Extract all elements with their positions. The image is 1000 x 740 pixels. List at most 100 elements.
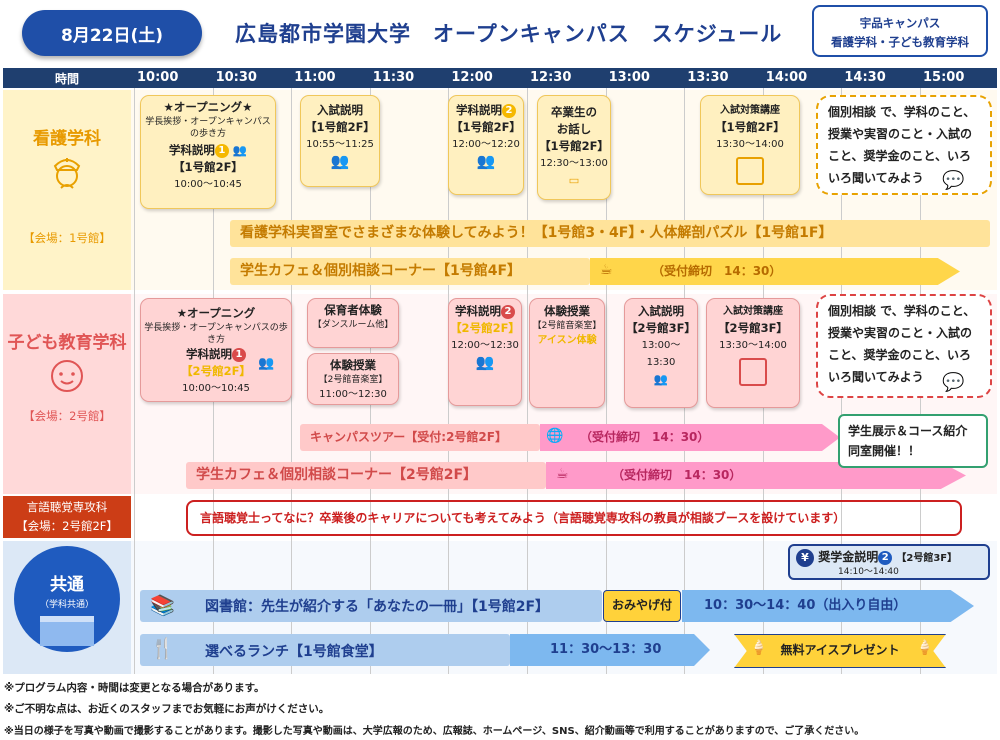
nurse-cafe-bar: 学生カフェ＆個別相談コーナー【1号館4F】 bbox=[230, 258, 590, 285]
grid-line bbox=[134, 88, 135, 674]
nursery-title: 保育者体験 bbox=[324, 303, 382, 317]
child-tour-bar: キャンパスツアー【受付:2号館2F】 bbox=[300, 424, 540, 451]
time: 14:10～14:40 bbox=[838, 567, 899, 577]
nurse-practice-bar: 看護学科実習室でさまざまな体験してみよう！【1号館3・4F】・人体解剖パズル【1… bbox=[230, 220, 990, 247]
lesson-extra: アイスン体験 bbox=[537, 335, 597, 346]
note-2: ※ご不明な点は、お近くのスタッフまでお気軽にお声がけください。 bbox=[4, 703, 330, 715]
nursery-sub: 【ダンスルーム他】 bbox=[312, 320, 394, 330]
people-icon: 👥 bbox=[232, 143, 248, 157]
number-badge: 1 bbox=[214, 144, 229, 158]
time-tick: 15:00 bbox=[923, 70, 965, 85]
time: 12:00～12:30 bbox=[451, 340, 519, 351]
exhibit-text: 学生展示＆コース紹介同室開催！！ bbox=[848, 424, 968, 458]
lunch-label: 選べるランチ【1号館食堂】 bbox=[205, 644, 383, 660]
yen-icon: ¥ bbox=[796, 549, 814, 567]
nurse-venue: 【会場：1号館】 bbox=[23, 231, 111, 245]
presenter-icon: 👥 bbox=[475, 353, 495, 371]
time: 11:00～12:30 bbox=[319, 389, 387, 400]
prep-title: 入試対策講座 bbox=[720, 105, 780, 116]
campus-depts: 看護学科・子ども教育学科 bbox=[831, 35, 969, 49]
room: 【2号館2F】 bbox=[181, 364, 251, 378]
date-badge: 8月22日(土) bbox=[22, 10, 202, 56]
dept-explain-label: 学科説明 bbox=[168, 143, 215, 157]
time-end: 13:30 bbox=[646, 357, 676, 368]
time-tick: 10:30 bbox=[215, 70, 257, 85]
grid-line bbox=[527, 88, 528, 674]
book-icon bbox=[736, 157, 764, 185]
lang-section-label: 言語聴覚専攻科 【会場：2号館2F】 bbox=[3, 496, 131, 538]
nurse-prep-card: 入試対策講座 【1号館2F】 13:30～14:00 bbox=[700, 95, 800, 195]
people-icon: 👥 bbox=[330, 152, 350, 170]
child-face-icon bbox=[47, 356, 87, 396]
consult-text: 個別相談 で、学科のこと、授業や実習のこと・入試のこと、奨学金のこと、いろいろ聞… bbox=[828, 304, 976, 384]
cutlery-icon: 🍴 bbox=[150, 636, 175, 660]
note-1: ※プログラム内容・時間は変更となる場合があります。 bbox=[4, 682, 265, 694]
chat-icon: 💬 bbox=[942, 170, 965, 191]
time-tick: 11:00 bbox=[294, 70, 336, 85]
room: 【2号館3F】 bbox=[718, 321, 788, 335]
exhibit-callout: 学生展示＆コース紹介同室開催！！ bbox=[838, 414, 988, 468]
time-header-bar bbox=[3, 68, 997, 88]
dept-explain-label: 学科説明 bbox=[456, 103, 502, 117]
speaker-icon: ▭ bbox=[568, 173, 580, 187]
child-lesson2-card: 体験授業 【2号館音楽室】 アイスン体験 bbox=[529, 298, 605, 408]
child-cafe-bar: 学生カフェ＆個別相談コーナー【2号館2F】 bbox=[186, 462, 546, 489]
lesson-title: 体験授業 bbox=[330, 358, 376, 372]
library-bar bbox=[140, 590, 602, 622]
lunch-time-arrow: 11：30～13：30 bbox=[510, 634, 710, 666]
book-icon bbox=[739, 358, 767, 386]
lunch-bar bbox=[140, 634, 510, 666]
presenter-icon: 👥 bbox=[476, 152, 496, 170]
building-icon bbox=[40, 616, 94, 646]
time-tick: 13:00 bbox=[608, 70, 650, 85]
child-consult-bubble: 個別相談 で、学科のこと、授業や実習のこと・入試のこと、奨学金のこと、いろいろ聞… bbox=[816, 294, 992, 398]
ice-gift-ribbon: 無料アイスプレゼント bbox=[734, 634, 946, 668]
time-tick: 11:30 bbox=[372, 70, 415, 85]
number-badge: 2 bbox=[878, 551, 893, 565]
opening-title: ★オープニング bbox=[176, 306, 256, 320]
room: 【1号館2F】 bbox=[173, 160, 243, 174]
nurse-alumni-card: 卒業生の お話し 【1号館2F】 12:30～13:00 ▭ bbox=[537, 95, 611, 200]
grid-line bbox=[605, 88, 607, 674]
room: 【2号館音楽室】 bbox=[532, 321, 602, 331]
time: 10:00～10:45 bbox=[174, 179, 242, 190]
child-dept-name: 子ども教育学科 bbox=[7, 333, 127, 353]
room: 【2号館音楽室】 bbox=[318, 375, 388, 385]
opening-sub: 学長挨拶・オープンキャンパスの歩き方 bbox=[144, 323, 288, 345]
time: 10:00～10:45 bbox=[182, 383, 250, 394]
room: 【2号館2F】 bbox=[450, 321, 520, 335]
time-label: 時間 bbox=[54, 71, 79, 86]
nurse-consult-bubble: 個別相談 で、学科のこと、授業や実習のこと・入試のこと、奨学金のこと、いろいろ聞… bbox=[816, 95, 992, 195]
room: 【2号館3F】 bbox=[626, 321, 696, 335]
common-circle: 共通 （学科共通） bbox=[14, 546, 120, 652]
number-badge: 2 bbox=[502, 104, 516, 118]
campus-badge: 宇品キャンパス 看護学科・子ども教育学科 bbox=[812, 5, 988, 57]
nurse-icon bbox=[47, 152, 87, 192]
room: 【1号館2F】 bbox=[451, 120, 521, 134]
alumni-title-2: お話し bbox=[556, 122, 592, 136]
time: 12:00～12:20 bbox=[452, 139, 520, 150]
chat-icon: 💬 bbox=[942, 372, 965, 393]
time: 10:55～11:25 bbox=[306, 139, 374, 150]
nurse-dept-name: 看護学科 bbox=[33, 129, 101, 149]
prep-title: 入試対策講座 bbox=[723, 306, 783, 317]
ice-cream-icon: 🍦 bbox=[750, 640, 768, 656]
campus-name: 宇品キャンパス bbox=[859, 16, 941, 30]
time-tick: 13:30 bbox=[687, 70, 729, 85]
number-badge: 2 bbox=[501, 305, 515, 319]
time-tick: 10:00 bbox=[137, 70, 179, 85]
nurse-entrance-card: 入試説明 【1号館2F】 10:55～11:25 👥 bbox=[300, 95, 380, 187]
library-time-arrow: 10：30～14：40（出入り自由） bbox=[682, 590, 974, 622]
dept-explain-label: 学科説明 bbox=[186, 347, 232, 361]
common-sub: （学科共通） bbox=[39, 600, 94, 610]
people-icon: 👥 bbox=[258, 356, 275, 371]
time: 13:30～14:00 bbox=[719, 340, 787, 351]
lang-name: 言語聴覚専攻科 bbox=[26, 500, 108, 514]
entrance-title: 入試説明 bbox=[317, 103, 363, 117]
entrance-title: 入試説明 bbox=[638, 304, 684, 318]
child-lesson1-card: 体験授業 【2号館音楽室】 11:00～12:30 bbox=[307, 353, 399, 405]
cafe-icon: ☕ bbox=[556, 466, 569, 482]
